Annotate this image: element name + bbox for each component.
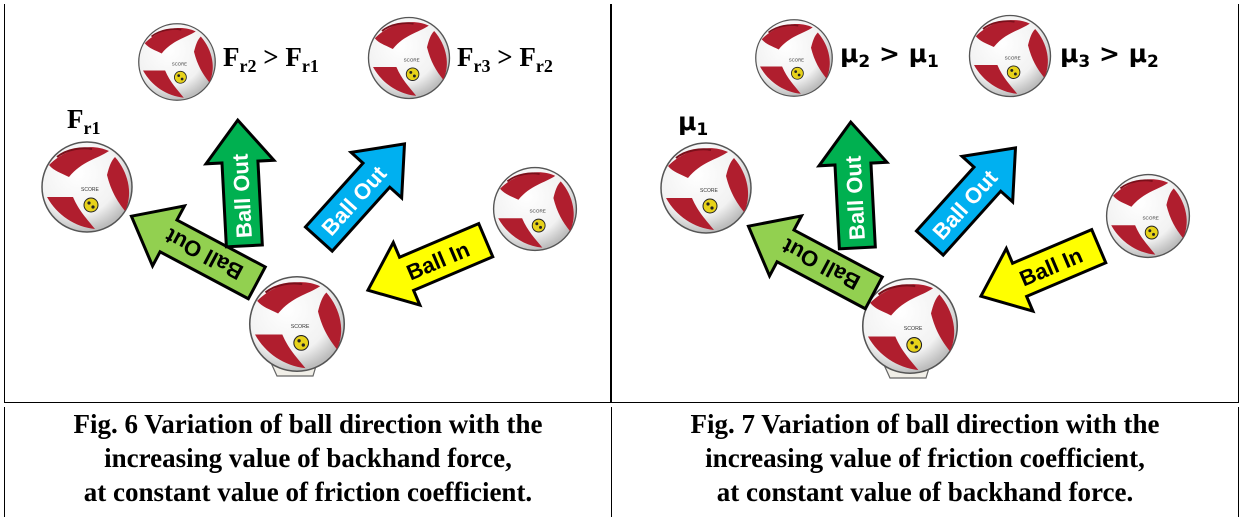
arrow-ball-out-green: Ball Out	[815, 119, 891, 251]
ball-mid	[754, 18, 834, 98]
arrow-ball-out-blue: Ball Out	[914, 146, 1018, 258]
label-low: μ1	[678, 107, 708, 140]
arrow-ball-in-yellow: Ball In	[365, 221, 495, 308]
fig7-diagram: Ball Out Ball Out Ball Out Ball In μ1 μ2…	[660, 14, 1191, 380]
fig7-diagram-panel: Ball Out Ball Out Ball Out Ball In μ1 μ2…	[611, 4, 1239, 402]
ball-low	[660, 142, 752, 234]
caption-line: at constant value of backhand force.	[716, 477, 1134, 507]
label-high: μ3 > μ2	[1060, 39, 1159, 72]
label-high: Fr3 > Fr2	[457, 42, 553, 76]
fig6-diagram: SCORE Ball Out Ball	[41, 16, 578, 378]
ball-at-hand	[861, 277, 959, 375]
ball-high	[968, 14, 1052, 98]
caption-line: Fig. 7 Variation of ball direction with …	[690, 409, 1160, 439]
label-mid: μ2 > μ1	[840, 39, 939, 72]
label-mid: Fr2 > Fr1	[223, 42, 319, 76]
fig7-caption: Fig. 7 Variation of ball direction with …	[611, 407, 1239, 517]
arrow-ball-out-light-green: Ball Out	[746, 213, 885, 311]
caption-line: increasing value of friction coefficient…	[705, 443, 1145, 473]
ball-at-hand	[248, 275, 346, 373]
arrow-ball-out-green: Ball Out	[202, 117, 278, 249]
arrow-ball-in-yellow: Ball In	[978, 227, 1108, 314]
ball-incoming	[492, 166, 578, 252]
label-low: Fr1	[67, 104, 101, 138]
arrow-ball-out-blue: Ball Out	[303, 142, 407, 254]
arrow-label-ball-out: Ball Out	[228, 153, 257, 239]
ball-high	[367, 16, 451, 100]
caption-line: Fig. 6 Variation of ball direction with …	[73, 409, 543, 439]
fig6-diagram-panel: SCORE Ball Out Ball	[4, 4, 611, 402]
arrow-label-ball-out: Ball Out	[841, 155, 870, 241]
ball-low	[41, 141, 133, 233]
fig6-caption: Fig. 6 Variation of ball direction with …	[4, 407, 611, 517]
caption-line: at constant value of friction coefficien…	[83, 477, 533, 507]
caption-line: increasing value of backhand force,	[104, 443, 512, 473]
ball-incoming	[1105, 173, 1191, 259]
ball-mid	[137, 22, 217, 102]
caption-divider	[4, 402, 1239, 403]
